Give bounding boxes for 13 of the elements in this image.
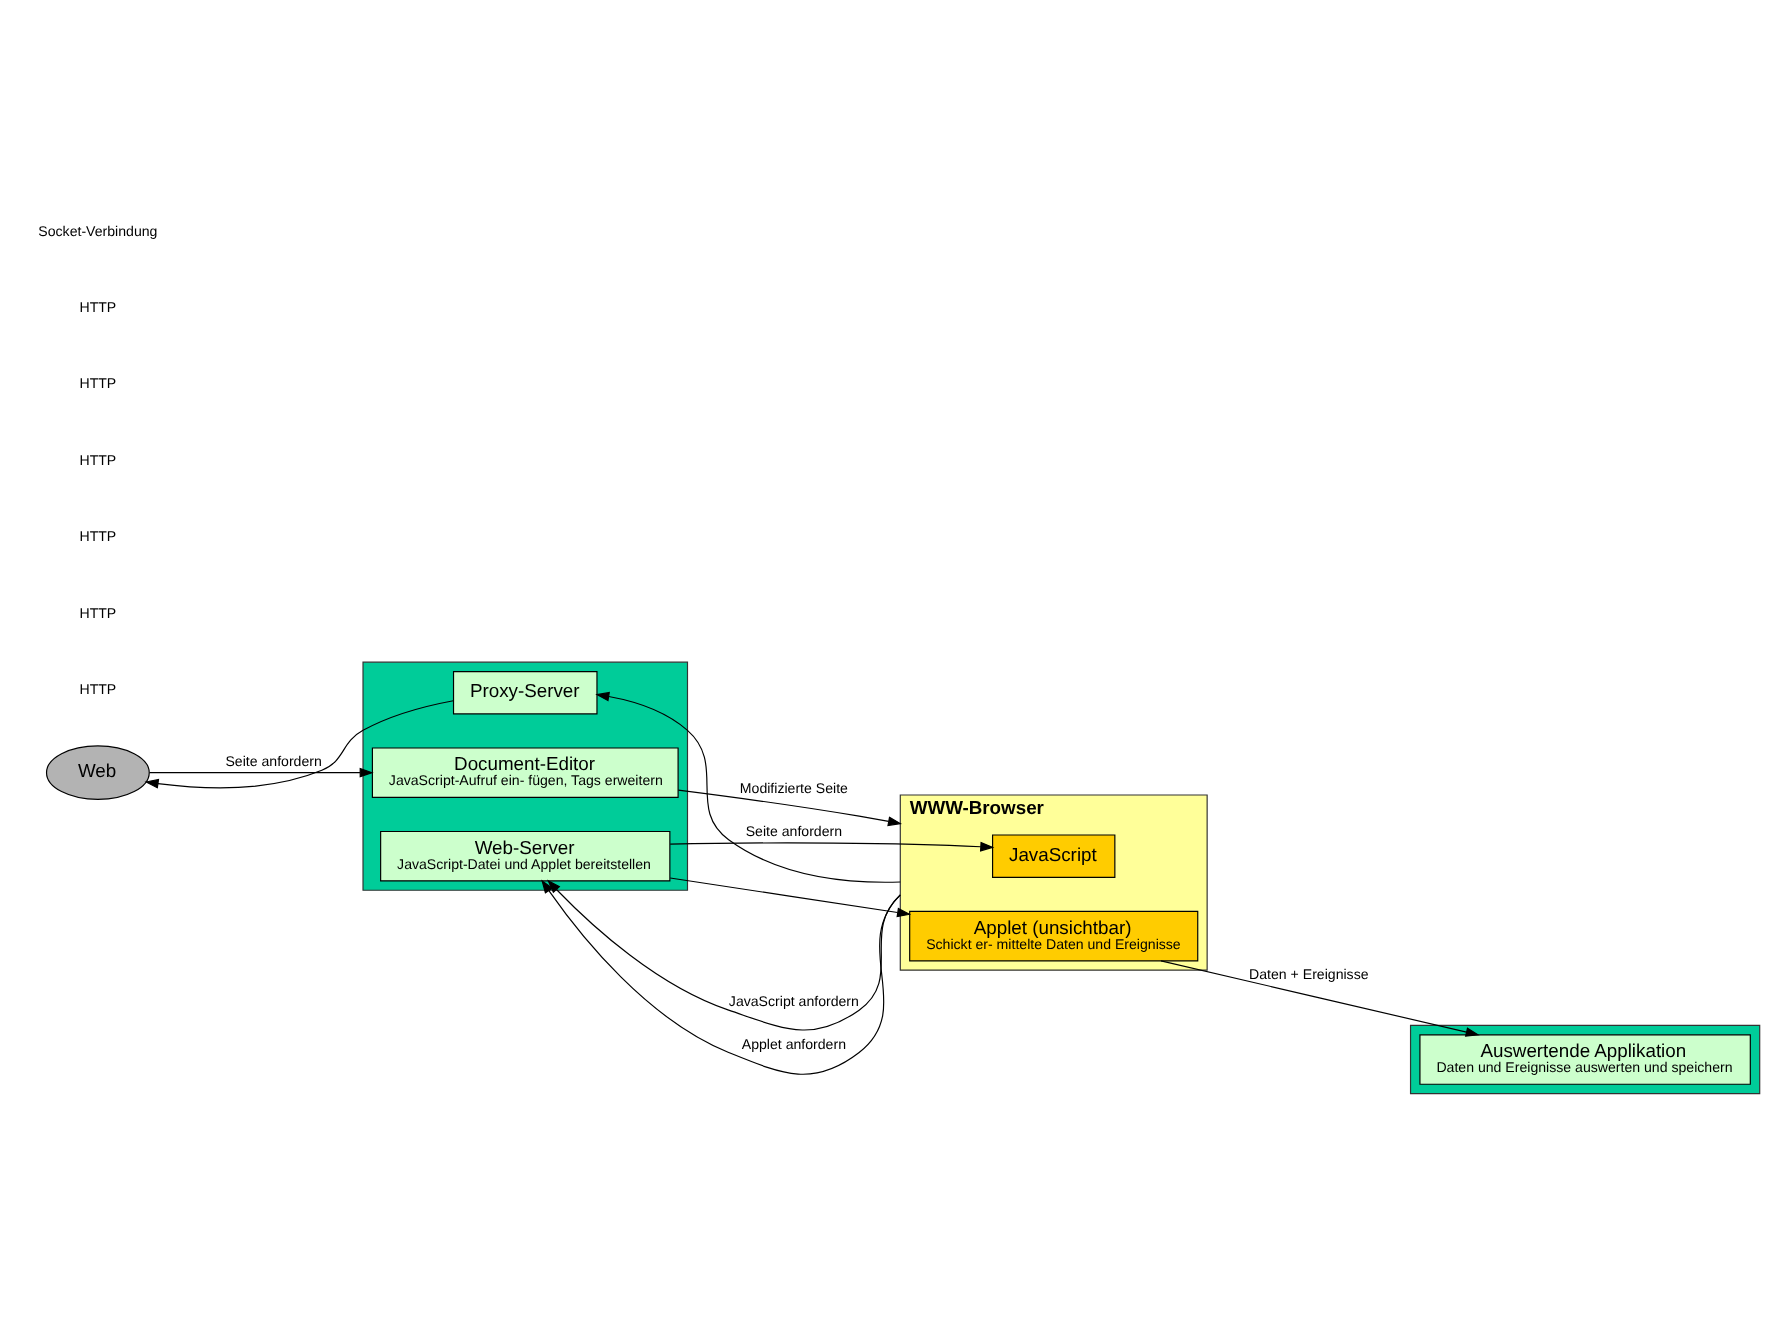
arrow <box>541 879 901 1075</box>
arrow <box>144 700 454 789</box>
arrow <box>595 691 901 883</box>
node-box: JavaScript <box>992 834 1116 878</box>
arrow <box>148 767 374 778</box>
arrow <box>669 841 995 852</box>
arrow <box>1160 960 1480 1037</box>
node-box: Proxy-Server <box>452 671 598 715</box>
arrow <box>547 879 901 1031</box>
arrow <box>677 789 903 827</box>
node-ellipse: Web <box>45 745 150 801</box>
arrow <box>669 877 912 918</box>
cluster <box>362 661 689 891</box>
